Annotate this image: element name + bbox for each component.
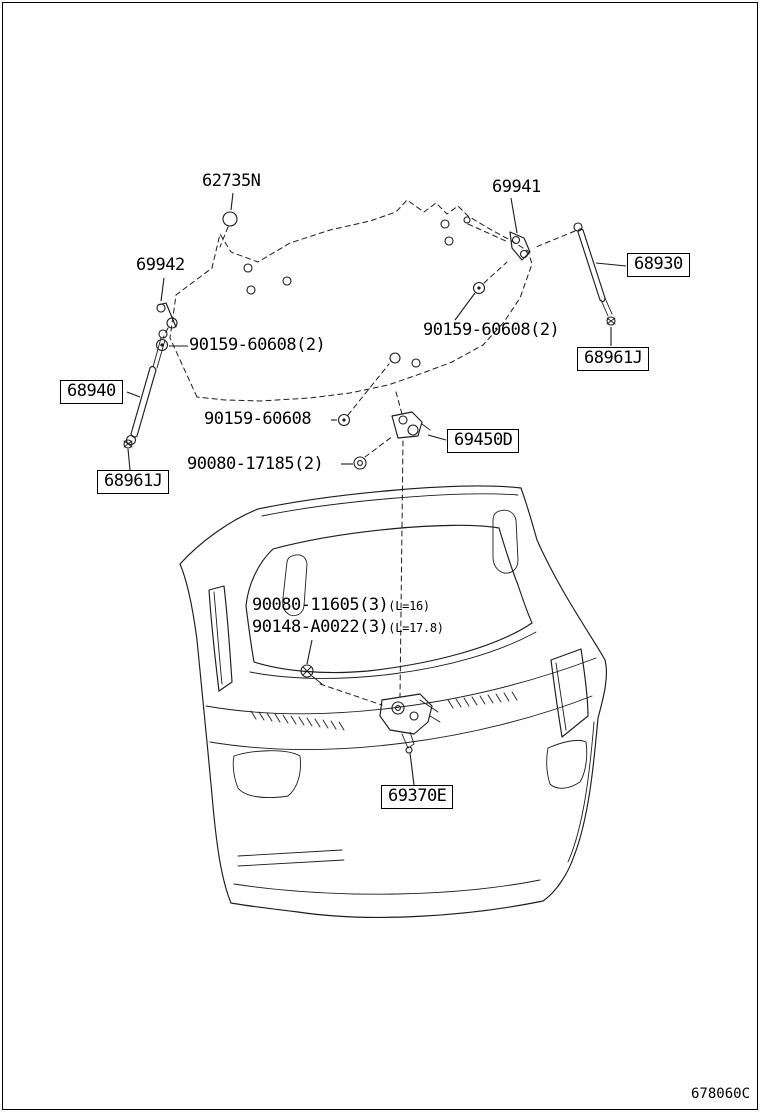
part-label-68940[interactable]: 68940 xyxy=(60,380,123,404)
part-number: 69370E xyxy=(388,786,447,806)
part-69941-drawing xyxy=(509,231,531,261)
stay-68940-drawing xyxy=(125,329,168,446)
part-label-69450d[interactable]: 69450D xyxy=(447,429,520,453)
part-number: 68961J xyxy=(584,348,643,368)
length-note: (L=17.8) xyxy=(388,621,444,635)
dashed-assembly-lines xyxy=(162,223,576,706)
part-label-90159-60608-2-left[interactable]: 90159-60608(2) xyxy=(189,335,326,355)
part-69450-drawing xyxy=(391,411,431,439)
part-number: 68940 xyxy=(67,381,116,401)
leader-lines xyxy=(126,192,627,786)
part-number: 90080-11605(3) xyxy=(252,595,389,615)
grommet-right-drawing xyxy=(472,281,486,295)
length-note: (L=16) xyxy=(388,599,430,613)
part-label-90148-a0022-3[interactable]: 90148-A0022(3)(L=17.8) xyxy=(252,618,444,637)
part-number: 62735N xyxy=(202,171,261,191)
part-number: 69941 xyxy=(492,177,541,197)
part-number: 90080-17185(2) xyxy=(187,454,324,474)
screw-90080-17185-drawing xyxy=(353,456,367,470)
screw-90080-11605-drawing xyxy=(300,664,323,685)
part-69942-drawing xyxy=(156,302,178,329)
diagram-code: 678060C xyxy=(691,1086,751,1102)
inner-panel-outline xyxy=(169,199,533,402)
part-number: 69942 xyxy=(136,255,185,275)
stay-68930-drawing xyxy=(573,222,613,317)
grommet-center-drawing xyxy=(337,413,351,427)
part-label-69942[interactable]: 69942 xyxy=(136,256,185,275)
part-number: 69450D xyxy=(454,430,513,450)
part-number: 68961J xyxy=(104,471,163,491)
lock-69370-drawing xyxy=(379,693,441,754)
clip-68961-right-drawing xyxy=(606,316,616,326)
part-number: 90159-60608 xyxy=(204,409,312,429)
part-number: 68930 xyxy=(634,254,683,274)
part-label-69370e[interactable]: 69370E xyxy=(381,785,454,809)
back-door-drawing xyxy=(179,485,608,918)
part-label-90159-60608-2-right[interactable]: 90159-60608(2) xyxy=(423,320,560,340)
part-62735-drawing xyxy=(222,211,238,227)
clip-68961-left-drawing xyxy=(123,439,133,449)
part-label-68961j-left[interactable]: 68961J xyxy=(97,470,170,494)
part-label-68961j-right[interactable]: 68961J xyxy=(577,347,650,371)
part-label-68930[interactable]: 68930 xyxy=(627,253,690,277)
part-number: 90159-60608(2) xyxy=(189,335,326,355)
part-label-62735n[interactable]: 62735N xyxy=(202,171,261,191)
part-label-69941[interactable]: 69941 xyxy=(492,178,541,197)
part-number: 90159-60608(2) xyxy=(423,320,560,340)
part-label-90159-60608[interactable]: 90159-60608 xyxy=(204,409,312,429)
part-label-90080-17185-2[interactable]: 90080-17185(2) xyxy=(187,454,324,474)
part-label-90080-11605-3[interactable]: 90080-11605(3)(L=16) xyxy=(252,596,430,615)
part-number: 90148-A0022(3) xyxy=(252,617,389,637)
